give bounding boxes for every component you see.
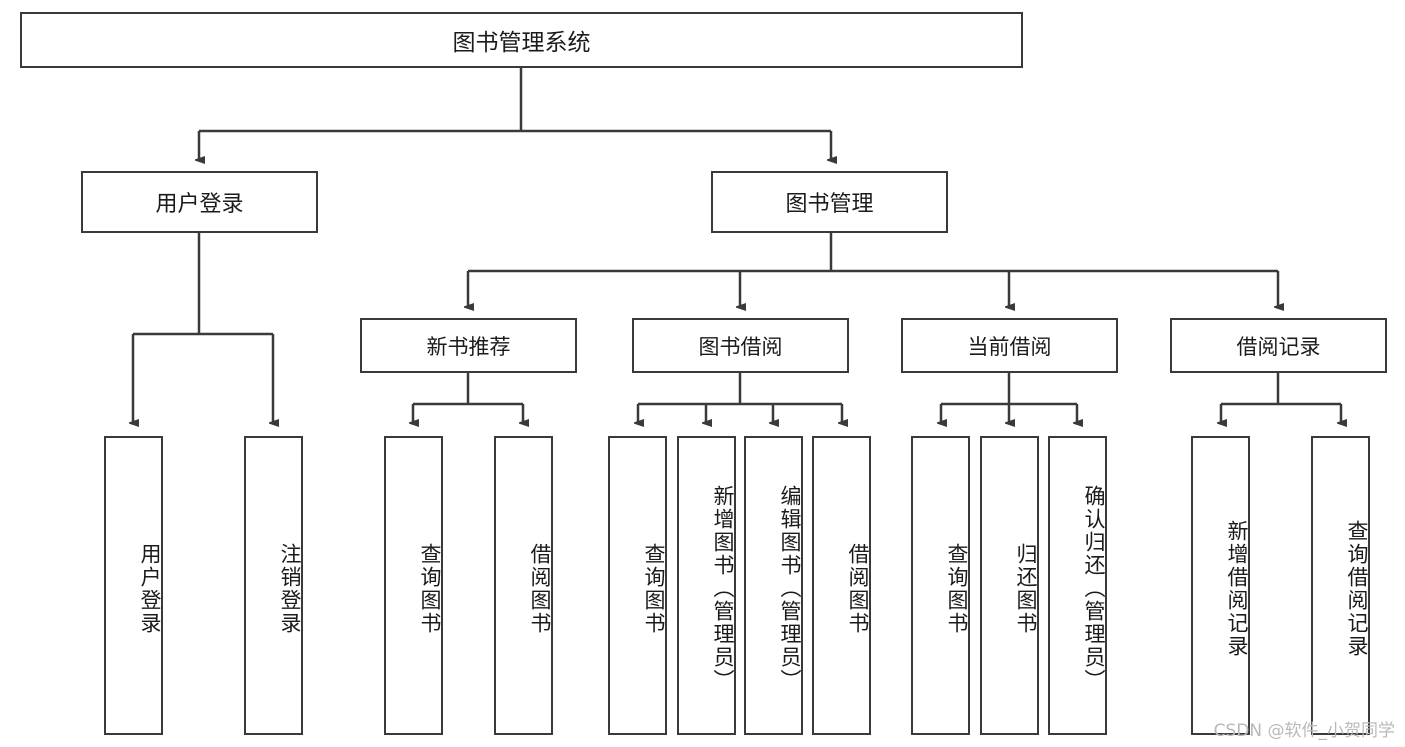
node-new-book-recommend[interactable]: 新书推荐 (360, 318, 577, 373)
node-label: 新增图书（管理员） (711, 485, 735, 692)
node-label: 查询图书 (642, 542, 666, 635)
node-book-management-system[interactable]: 图书管理系统 (20, 12, 1023, 68)
node-label: 图书借阅 (698, 334, 783, 359)
node-label: 查询图书 (418, 542, 442, 635)
node-leaf-confirm-return-admin[interactable]: 确认归还（管理员） (1048, 436, 1107, 735)
node-leaf-query-borrow-record[interactable]: 查询借阅记录 (1311, 436, 1370, 735)
node-label: 确认归还（管理员） (1082, 485, 1106, 692)
node-label: 借阅图书 (528, 542, 552, 635)
node-leaf-query-book-borrow[interactable]: 查询图书 (608, 436, 667, 735)
node-leaf-add-borrow-record[interactable]: 新增借阅记录 (1191, 436, 1250, 735)
node-book-borrow[interactable]: 图书借阅 (632, 318, 849, 373)
node-leaf-edit-book-admin[interactable]: 编辑图书（管理员） (744, 436, 803, 735)
node-label: 编辑图书（管理员） (778, 485, 802, 692)
node-label: 借阅记录 (1236, 334, 1321, 359)
node-label: 查询图书 (945, 542, 969, 635)
node-user-login[interactable]: 用户登录 (81, 171, 318, 233)
node-current-borrow[interactable]: 当前借阅 (901, 318, 1118, 373)
node-leaf-user-login[interactable]: 用户登录 (104, 436, 163, 735)
node-label: 归还图书 (1014, 542, 1038, 635)
node-label: 用户登录 (155, 192, 244, 217)
node-leaf-add-book-admin[interactable]: 新增图书（管理员） (677, 436, 736, 735)
node-label: 借阅图书 (846, 542, 870, 635)
node-label: 当前借阅 (967, 334, 1052, 359)
node-leaf-logout[interactable]: 注销登录 (244, 436, 303, 735)
node-leaf-query-book-recommend[interactable]: 查询图书 (384, 436, 443, 735)
node-leaf-query-book-current[interactable]: 查询图书 (911, 436, 970, 735)
node-label: 新增借阅记录 (1225, 519, 1249, 658)
node-label: 新书推荐 (426, 334, 511, 359)
csdn-watermark: CSDN @软件_小贺同学 (1213, 721, 1395, 741)
node-label: 用户登录 (138, 542, 162, 635)
node-label: 图书管理 (785, 192, 874, 217)
node-label: 图书管理系统 (452, 30, 591, 56)
node-borrow-record[interactable]: 借阅记录 (1170, 318, 1387, 373)
node-leaf-borrow-book-recommend[interactable]: 借阅图书 (494, 436, 553, 735)
node-label: 查询借阅记录 (1345, 519, 1369, 658)
node-leaf-return-book[interactable]: 归还图书 (980, 436, 1039, 735)
node-leaf-borrow-book[interactable]: 借阅图书 (812, 436, 871, 735)
node-label: 注销登录 (278, 542, 302, 635)
node-book-management[interactable]: 图书管理 (711, 171, 948, 233)
